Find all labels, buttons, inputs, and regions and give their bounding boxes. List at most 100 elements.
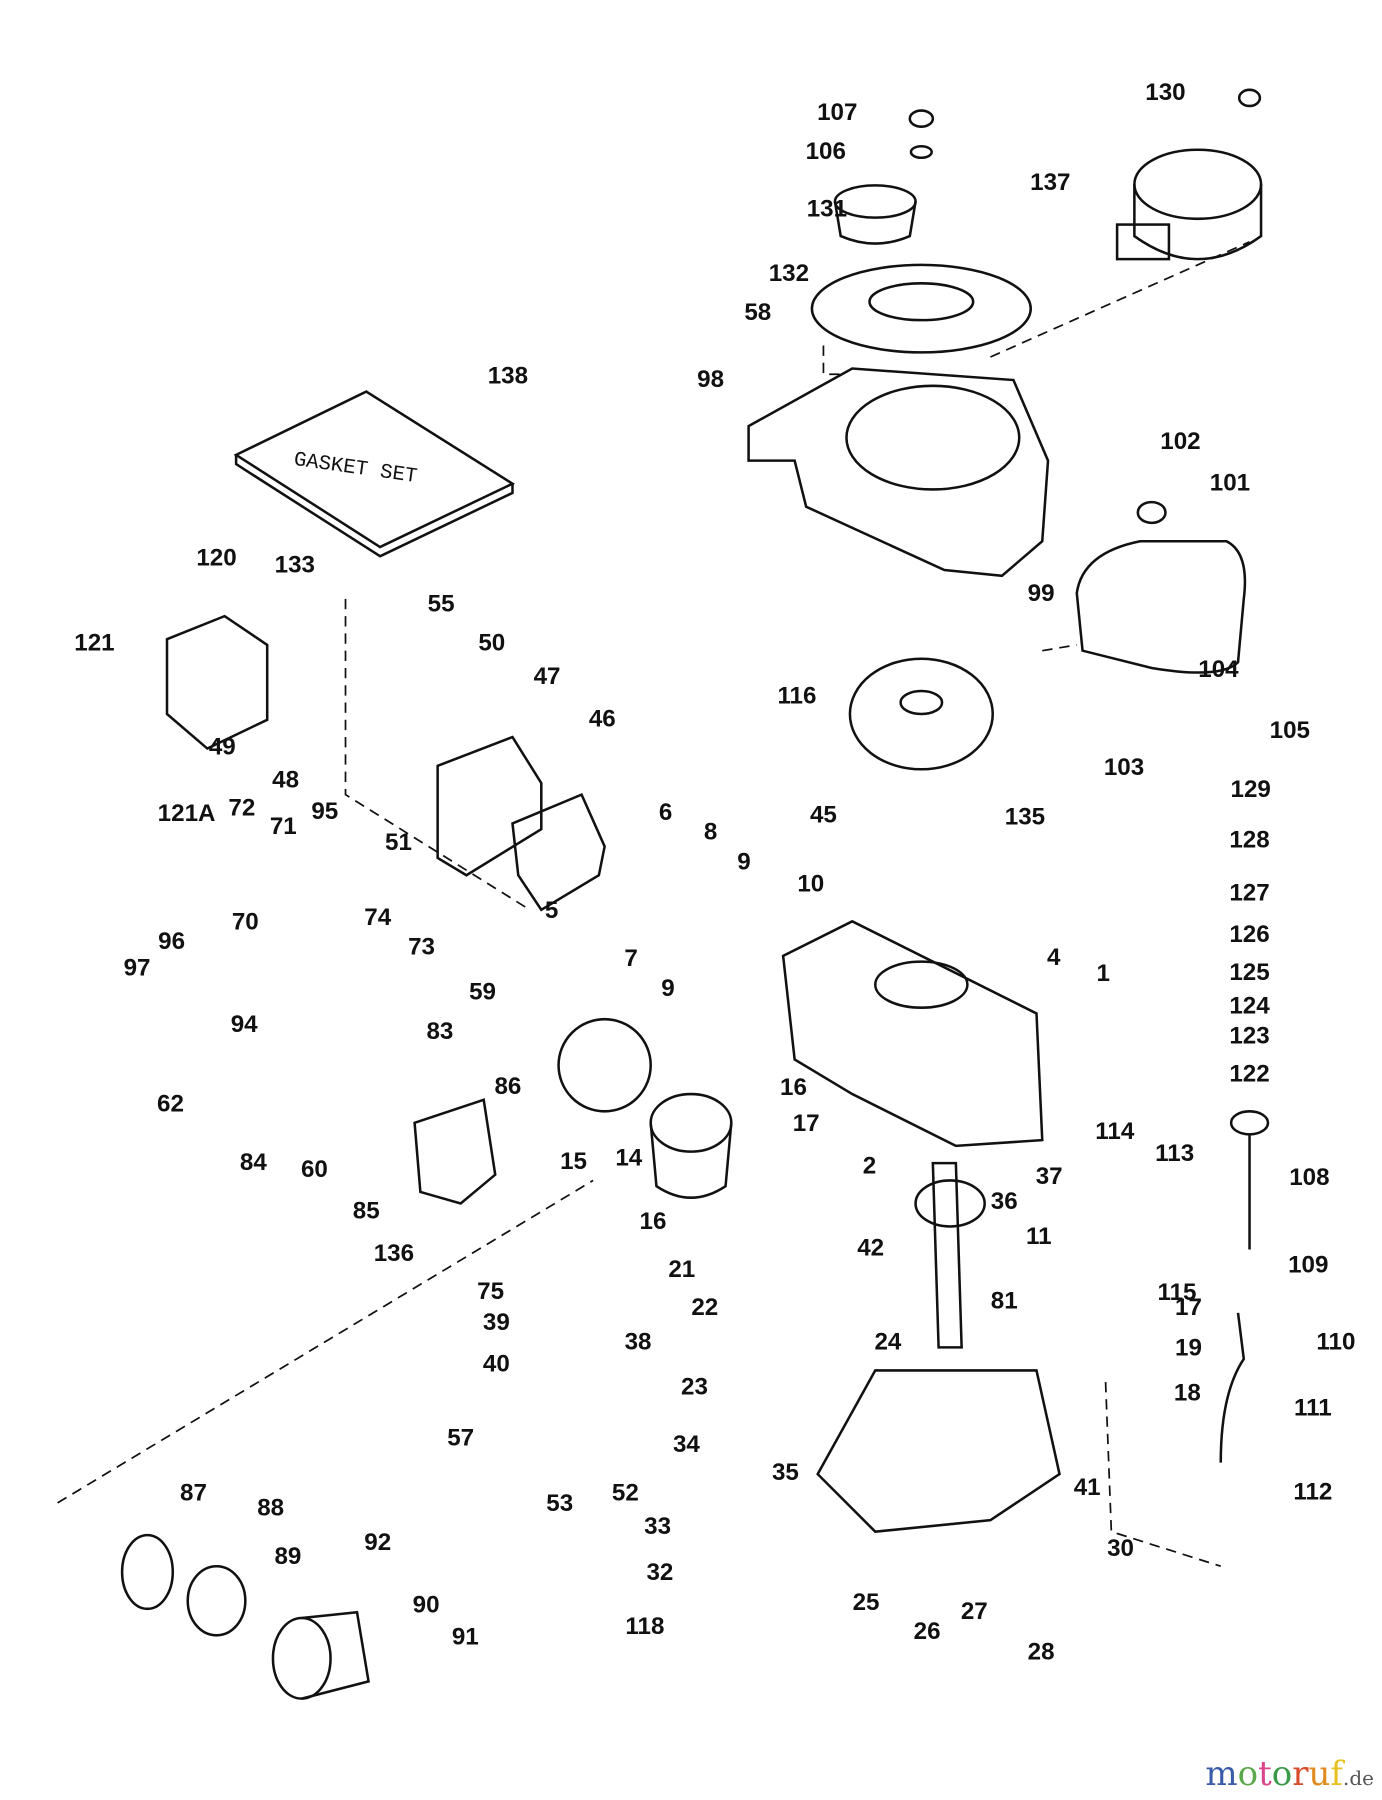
watermark-letter: o <box>1237 1754 1259 1794</box>
part-label-126: 126 <box>1229 921 1269 948</box>
part-label-6: 6 <box>659 799 672 826</box>
part-label-11: 11 <box>1026 1223 1052 1250</box>
part-label-71: 71 <box>270 813 297 840</box>
part-label-59: 59 <box>469 979 496 1006</box>
part-label-95: 95 <box>311 798 338 825</box>
part-label-7: 7 <box>624 945 637 972</box>
part-label-58: 58 <box>744 299 771 326</box>
part-label-51: 51 <box>385 829 412 856</box>
part-label-90: 90 <box>413 1591 440 1618</box>
part-label-106: 106 <box>806 138 846 165</box>
part-label-94: 94 <box>231 1011 258 1038</box>
part-label-135: 135 <box>1005 804 1045 831</box>
part-label-108: 108 <box>1289 1164 1329 1191</box>
part-label-49: 49 <box>209 733 236 760</box>
part-label-130: 130 <box>1145 79 1185 106</box>
part-label-96: 96 <box>158 928 185 955</box>
part-label-21: 21 <box>668 1256 695 1283</box>
watermark-letter: o <box>1271 1754 1293 1794</box>
part-label-97: 97 <box>124 954 151 981</box>
part-label-110: 110 <box>1316 1329 1355 1356</box>
part-label-74: 74 <box>364 904 391 931</box>
part-label-57: 57 <box>447 1424 474 1451</box>
part-label-9: 9 <box>737 848 750 875</box>
part-label-38: 38 <box>625 1329 652 1356</box>
part-label-87: 87 <box>180 1480 207 1507</box>
part-label-22: 22 <box>691 1294 718 1321</box>
part-label-115: 115 <box>1157 1279 1196 1306</box>
part-label-112: 112 <box>1293 1478 1332 1505</box>
part-label-62: 62 <box>157 1090 184 1117</box>
part-label-48: 48 <box>272 767 299 794</box>
part-label-37: 37 <box>1036 1163 1063 1190</box>
part-label-1: 1 <box>1097 960 1110 987</box>
watermark-letter: u <box>1308 1754 1331 1794</box>
part-label-111: 111 <box>1294 1394 1332 1421</box>
part-label-114: 114 <box>1095 1118 1135 1145</box>
part-label-92: 92 <box>364 1529 391 1556</box>
part-label-55: 55 <box>428 591 455 618</box>
part-label-123: 123 <box>1229 1022 1269 1049</box>
part-label-30: 30 <box>1107 1535 1134 1562</box>
watermark-suffix: .de <box>1343 1766 1374 1790</box>
part-label-124: 124 <box>1229 992 1270 1019</box>
part-label-46: 46 <box>589 706 616 733</box>
part-label-109: 109 <box>1288 1252 1328 1279</box>
part-label-4: 4 <box>1047 944 1061 971</box>
watermark-letter: f <box>1330 1754 1343 1794</box>
part-label-84: 84 <box>240 1149 267 1176</box>
part-label-2: 2 <box>863 1153 876 1180</box>
watermark-letter: r <box>1292 1754 1309 1794</box>
part-label-16: 16 <box>780 1074 807 1101</box>
part-label-40: 40 <box>483 1351 510 1378</box>
part-label-24: 24 <box>874 1329 901 1356</box>
part-label-10: 10 <box>797 870 824 897</box>
part-label-15: 15 <box>560 1148 587 1175</box>
part-label-53: 53 <box>546 1490 573 1517</box>
part-label-42: 42 <box>857 1234 884 1261</box>
part-label-127: 127 <box>1229 880 1269 907</box>
part-label-33: 33 <box>644 1513 671 1540</box>
part-label-133: 133 <box>275 551 315 578</box>
part-label-91: 91 <box>452 1624 479 1651</box>
part-label-116: 116 <box>777 683 816 710</box>
part-label-41: 41 <box>1074 1474 1101 1501</box>
part-label-17: 17 <box>1175 1294 1202 1321</box>
part-label-36: 36 <box>991 1188 1018 1215</box>
part-label-128: 128 <box>1229 827 1269 854</box>
part-label-137: 137 <box>1030 169 1070 196</box>
part-label-26: 26 <box>914 1618 941 1645</box>
part-label-105: 105 <box>1270 717 1310 744</box>
part-label-60: 60 <box>301 1156 328 1183</box>
part-label-19: 19 <box>1175 1334 1202 1361</box>
part-label-27: 27 <box>961 1598 988 1625</box>
part-label-8: 8 <box>704 819 717 846</box>
part-label-121A: 121A <box>158 800 216 827</box>
part-label-25: 25 <box>853 1589 880 1616</box>
part-label-98: 98 <box>697 366 724 393</box>
part-label-14: 14 <box>615 1144 642 1171</box>
part-label-5: 5 <box>545 897 558 924</box>
part-label-107: 107 <box>817 99 857 126</box>
part-label-17: 17 <box>793 1110 820 1137</box>
part-label-81: 81 <box>991 1287 1018 1314</box>
part-label-125: 125 <box>1229 959 1269 986</box>
part-label-129: 129 <box>1231 776 1271 803</box>
gasket-set-text: GASKET SET <box>292 449 418 489</box>
part-label-28: 28 <box>1028 1639 1055 1666</box>
part-label-131: 131 <box>807 196 847 223</box>
watermark-letter: t <box>1258 1754 1272 1794</box>
part-label-120: 120 <box>196 544 236 571</box>
part-label-104: 104 <box>1198 656 1239 683</box>
part-label-73: 73 <box>408 934 435 961</box>
part-label-9: 9 <box>661 975 674 1002</box>
part-label-72: 72 <box>228 794 255 821</box>
part-label-47: 47 <box>534 663 561 690</box>
part-label-138: 138 <box>488 362 528 389</box>
part-label-113: 113 <box>1155 1140 1194 1167</box>
watermark-letter: m <box>1205 1754 1238 1794</box>
part-label-18: 18 <box>1174 1379 1201 1406</box>
part-label-99: 99 <box>1028 580 1055 607</box>
part-label-102: 102 <box>1160 428 1200 455</box>
